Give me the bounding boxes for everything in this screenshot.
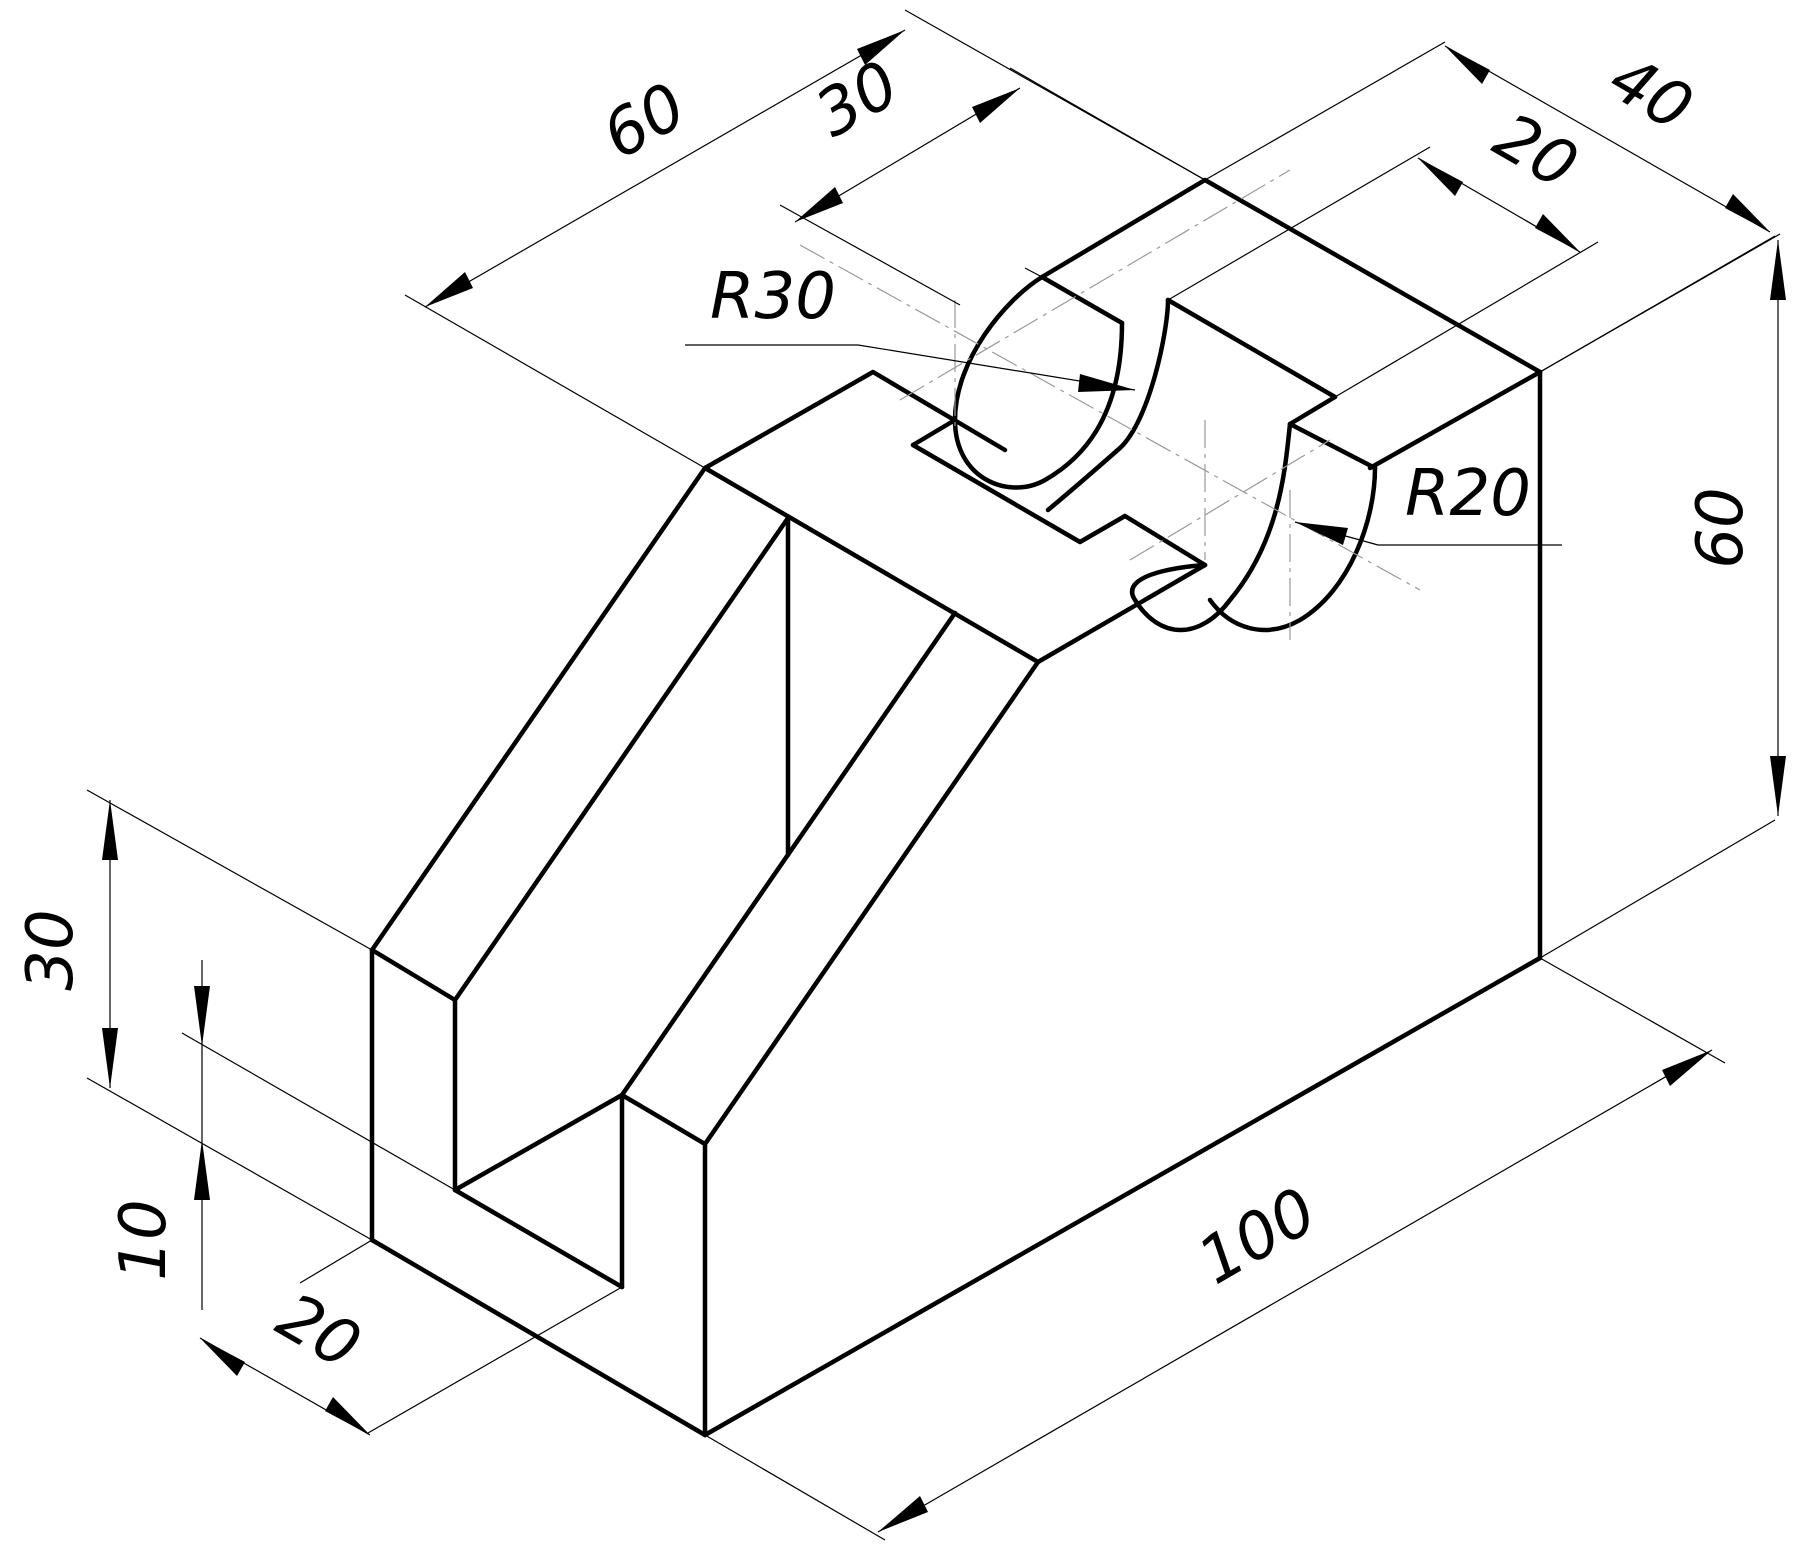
dim-line-depth (1444, 45, 1771, 233)
ext-depth-right (1539, 233, 1781, 373)
label-groove-width: 20 (265, 1279, 373, 1384)
dim-line-length (877, 1049, 1713, 1533)
ext-cradle-top (1009, 67, 1206, 181)
top-right-edge (1367, 369, 1543, 471)
label-overall-length: 100 (1186, 1174, 1329, 1299)
label-large-radius: R30 (710, 260, 836, 334)
groove-bottom-left (452, 1092, 625, 1193)
label-depth: 40 (1597, 41, 1705, 146)
center-lines (799, 169, 1421, 640)
top-left-edge (702, 369, 1008, 471)
arrow-depth-right (1725, 194, 1770, 232)
arrow-depth-left (1445, 46, 1490, 84)
ext-bottom-left (704, 1434, 886, 1541)
ext-left-bottom (86, 1077, 373, 1241)
centerline-1 (799, 244, 1421, 591)
slot-edge-2 (1122, 513, 1208, 568)
slope-inner-edge-1 (452, 515, 791, 1003)
part-outline (369, 177, 1543, 1438)
bottom-long-edge (702, 955, 1543, 1438)
arrow-groove-w-left (200, 1338, 245, 1376)
dim-line-top-depth (424, 29, 906, 308)
ext-groove-w-right (367, 1286, 623, 1434)
groove-bottom-edge (452, 1187, 625, 1290)
ext-slot-right (1334, 241, 1599, 398)
arrow-groove-up (194, 1140, 210, 1200)
slope-right-edge (702, 659, 1041, 1147)
ext-cradle-left (779, 204, 961, 306)
arrow-slot-right (1535, 214, 1580, 252)
slot-edge-left (910, 417, 958, 448)
arrow-groove-down (194, 986, 210, 1046)
upper-block-left (1039, 177, 1208, 280)
label-overall-height: 60 (1684, 487, 1758, 568)
groove-right-top (619, 1092, 708, 1147)
centerline-6 (1129, 439, 1331, 561)
top-right-front-edge (1035, 562, 1208, 665)
ext-groove-top (181, 1032, 456, 1191)
arrow-height-bottom (1770, 756, 1786, 816)
left-front-top-edge (369, 947, 458, 1003)
ext-cradle-right (1024, 267, 1043, 278)
r20-curve-left (1207, 465, 1378, 633)
ext-depth-left (1204, 41, 1446, 181)
upper-block-back (1202, 177, 1543, 375)
arrow-length-left (878, 1496, 928, 1532)
middle-step-2 (1287, 394, 1338, 427)
ext-right-bottom (1539, 819, 1776, 959)
ext-groove-w-left (299, 1239, 373, 1284)
label-cradle-spacing: 30 (804, 47, 912, 152)
front-bottom-edge (369, 1237, 708, 1438)
label-small-radius: R20 (1405, 457, 1531, 531)
slope-outer-edge (369, 465, 708, 953)
arrow-length-right (1662, 1050, 1712, 1086)
ext-top-left (404, 294, 706, 469)
r20-curve (1129, 421, 1293, 633)
arrow-height-top (1770, 240, 1786, 300)
r30-curve-outer (952, 274, 1125, 490)
middle-step (1165, 297, 1338, 400)
arrow-r30 (1078, 374, 1135, 392)
arrow-top-depth-right (857, 30, 905, 65)
right-step (1287, 421, 1378, 471)
slope-inner-edge-2 (619, 610, 958, 1098)
arrow-cradle-right (972, 88, 1020, 123)
arrow-groove-w-right (325, 1397, 370, 1435)
dimension-lines: 60 100 40 20 60 30 (14, 9, 1786, 1541)
arrow-top-depth-left (425, 272, 473, 307)
arrow-r20 (1295, 522, 1348, 545)
label-slot-width: 20 (1482, 99, 1590, 204)
top-front-edge (702, 465, 1041, 665)
centerline-2 (899, 169, 1291, 401)
ext-bottom-right (1539, 957, 1726, 1064)
upper-block-left-inner (1039, 274, 1125, 326)
arrow-cradle-left (795, 187, 843, 222)
ext-left-top (86, 789, 373, 951)
arrow-front-height-top (102, 800, 118, 860)
label-front-height: 30 (14, 909, 88, 990)
label-groove-depth: 10 (107, 1199, 181, 1280)
arrow-slot-left (1418, 158, 1463, 196)
arrow-front-height-bottom (102, 1028, 118, 1088)
r30-curve-inner (1045, 297, 1171, 513)
slot-edge-1 (910, 442, 1128, 545)
ext-slot-left (1167, 146, 1431, 301)
